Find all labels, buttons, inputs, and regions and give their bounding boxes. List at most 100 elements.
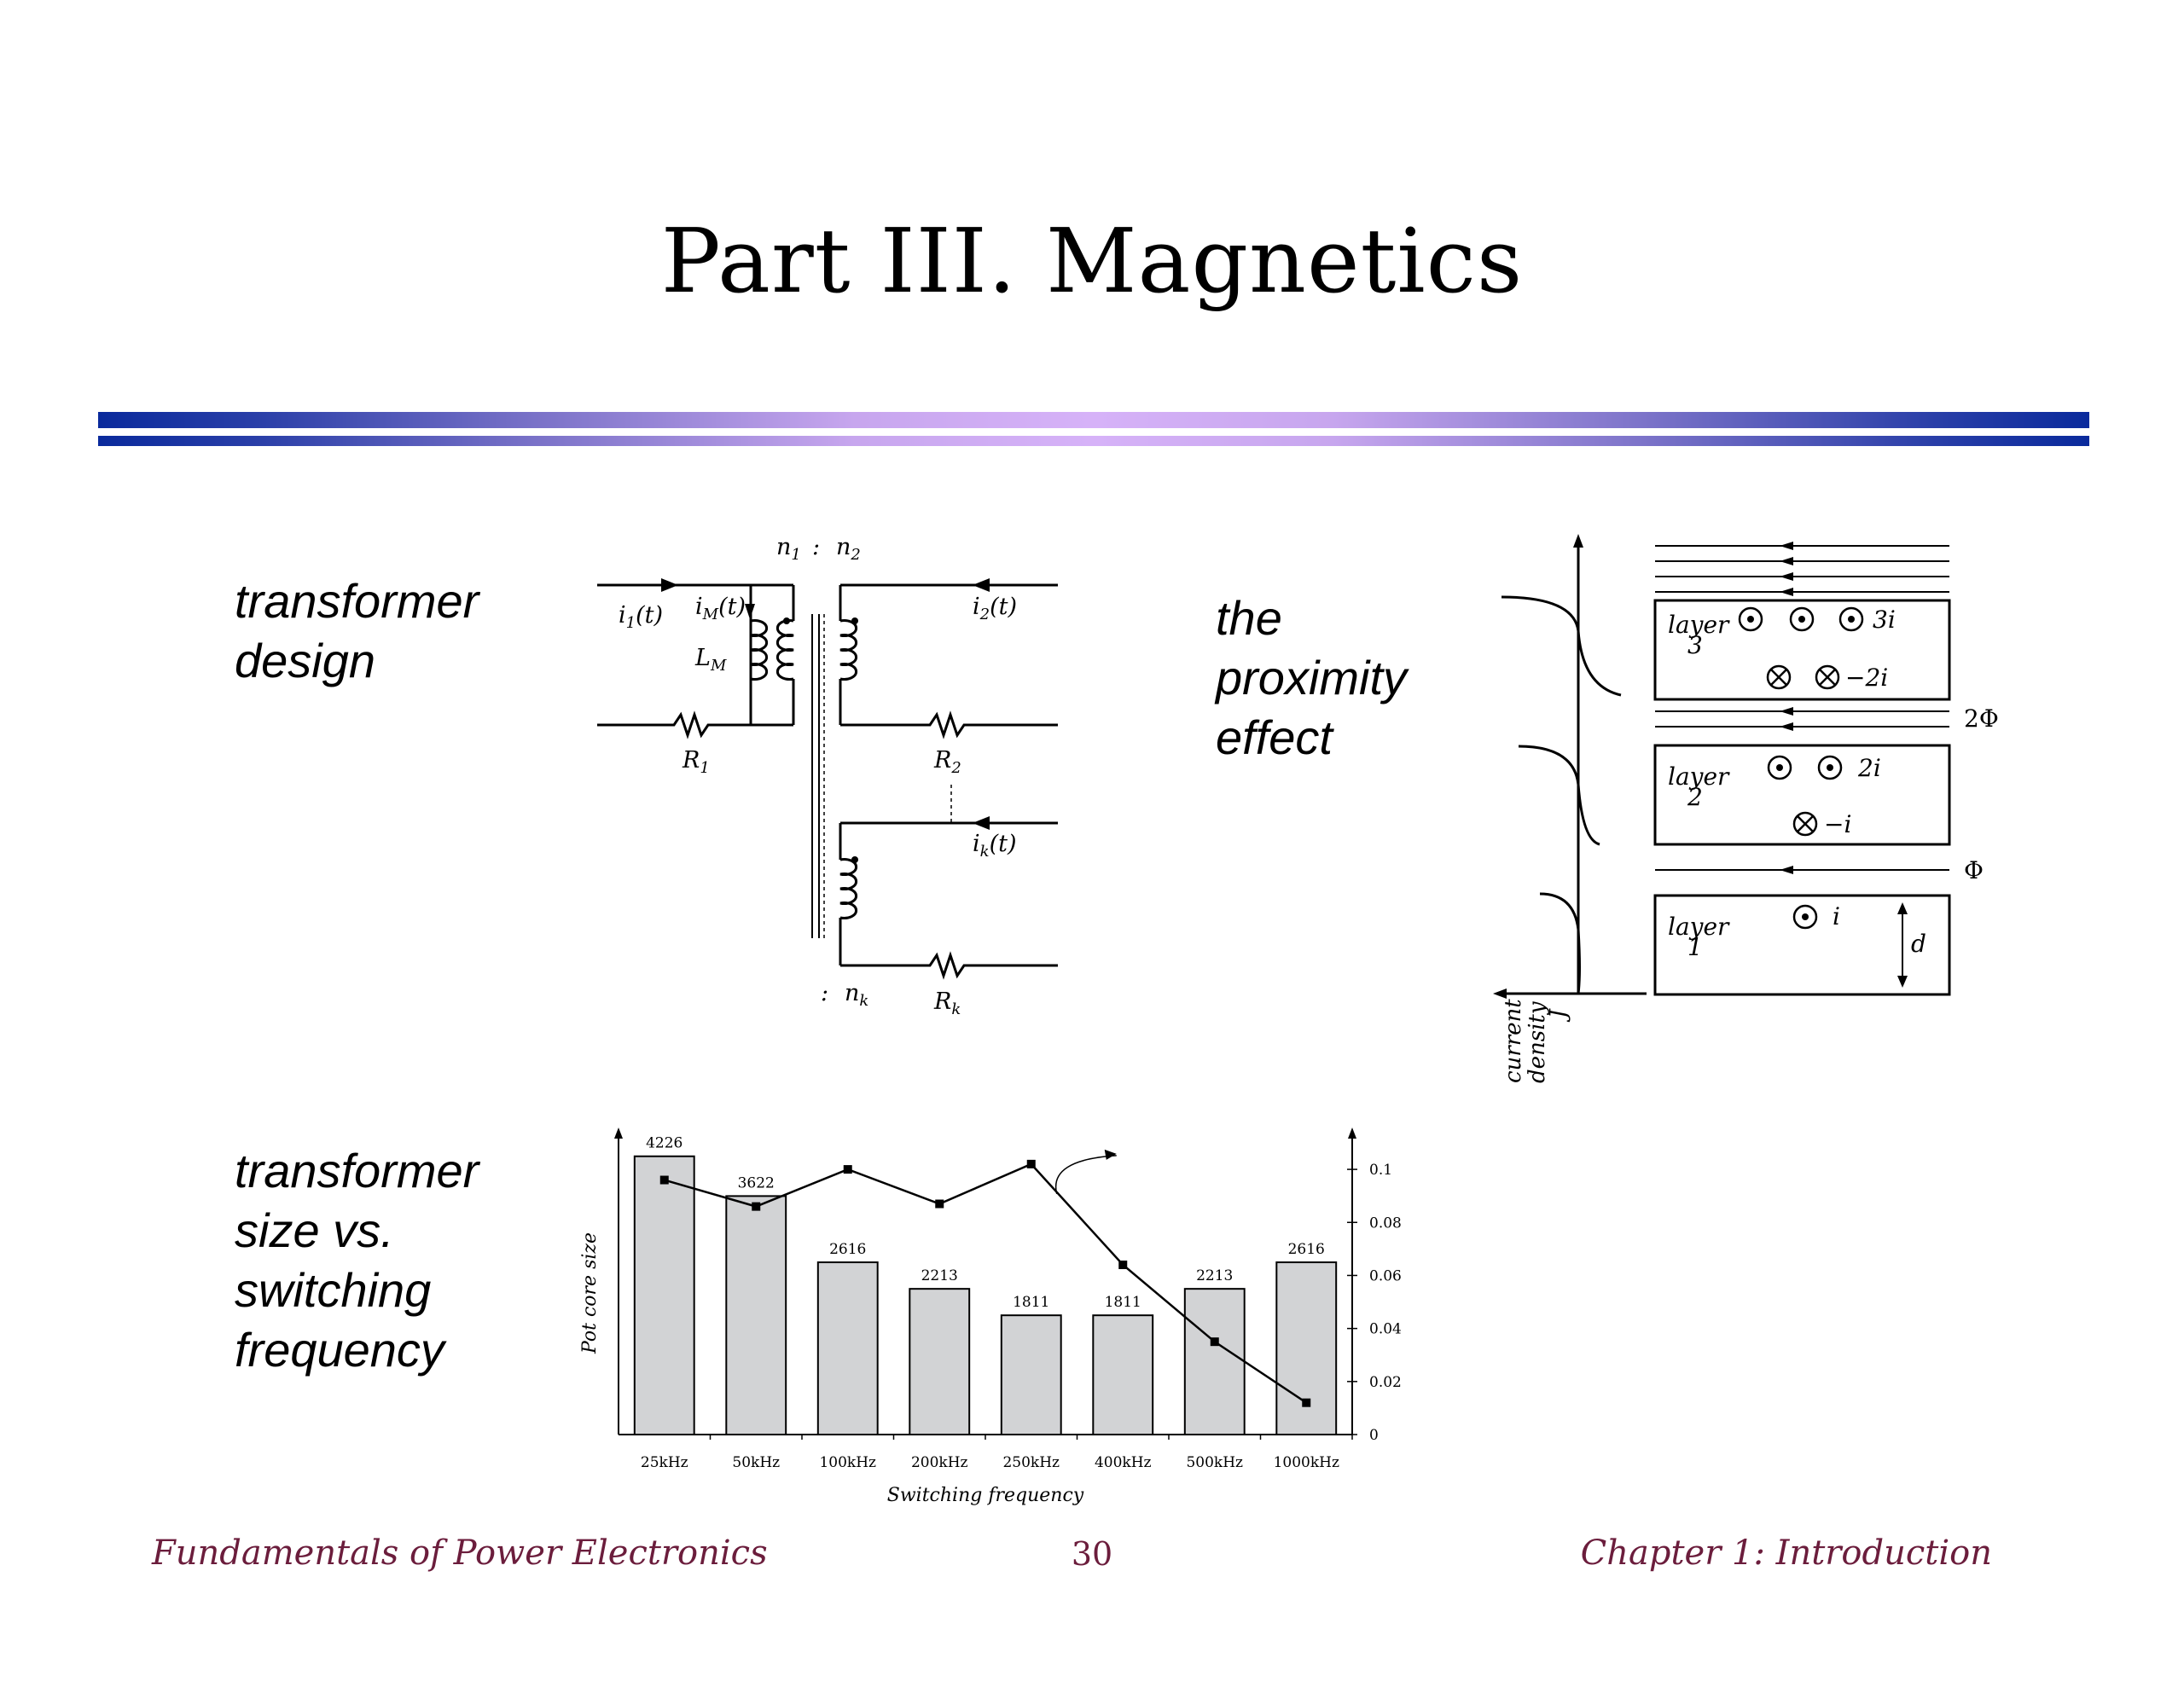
svg-text:i2(t): i2(t) — [973, 594, 1017, 623]
y2-tick-label: 0.06 — [1369, 1267, 1402, 1284]
footer-chapter: Chapter 1: Introduction — [1580, 1533, 1992, 1573]
Rk-sub: k — [951, 1000, 961, 1018]
svg-text:n2: n2 — [836, 534, 861, 564]
bmax-point-500kHz — [1210, 1337, 1219, 1347]
svg-text:R1: R1 — [682, 747, 710, 777]
x-tick-label: 100kHz — [819, 1454, 876, 1471]
layer3-top-current: 3i — [1873, 606, 1896, 634]
bar-50kHz — [725, 1195, 787, 1435]
layer3-word: layer — [1668, 611, 1730, 639]
layer3-number: 3 — [1687, 631, 1703, 659]
i1-t: (t) — [636, 602, 663, 629]
axis-density-word: density — [1525, 1001, 1550, 1083]
svg-text:i1(t): i1(t) — [619, 602, 663, 632]
ik-t: (t) — [990, 831, 1017, 857]
y-axis-label: Pot core size — [579, 1232, 601, 1354]
callout-arrowhead — [1104, 1149, 1117, 1160]
transformer-circuit-diagram: n1 : n2 i1(t) iM(t) LM i2(t) ik(t) R1 R2… — [597, 534, 1058, 1018]
x-axis-label: Switching frequency — [887, 1485, 1084, 1506]
ik-sub: k — [980, 843, 990, 861]
svg-text:Rk: Rk — [933, 988, 961, 1018]
R2-label: R — [933, 747, 951, 774]
n1-label: n — [776, 534, 791, 560]
nk-sub: k — [859, 992, 868, 1010]
footer-book-title: Fundamentals of Power Electronics — [152, 1533, 768, 1573]
n2-sub: 2 — [850, 546, 860, 564]
x-tick-label: 25kHz — [641, 1454, 688, 1471]
R1-label: R — [682, 747, 700, 774]
bar-500kHz — [1183, 1288, 1246, 1435]
label-line: design — [235, 634, 376, 687]
slide-title: Part III. Magnetics — [660, 209, 1524, 313]
ik-label: i — [973, 831, 980, 857]
layer2-top-current: 2i — [1857, 754, 1881, 782]
x-tick-label: 200kHz — [911, 1454, 968, 1471]
bar-250kHz — [1000, 1314, 1062, 1435]
layer3-bottom-current: −2i — [1845, 664, 1888, 692]
nk-label: n — [845, 980, 859, 1006]
bar-value-label: 2616 — [829, 1241, 866, 1258]
bar-400kHz — [1092, 1314, 1154, 1435]
n1-sub: 1 — [791, 546, 800, 564]
label-transformer-design: transformer design — [235, 571, 479, 691]
svg-text:nk: nk — [845, 980, 868, 1010]
layer1-word: layer — [1668, 913, 1730, 941]
layer2-number: 2 — [1687, 783, 1703, 811]
label-size-vs-frequency: transformer size vs. switching frequency — [235, 1141, 479, 1380]
bar-value-label: 1811 — [1105, 1294, 1141, 1311]
bar-value-label: 3622 — [738, 1174, 775, 1191]
y2-tick-label: 0.04 — [1369, 1321, 1402, 1338]
layer1-top-current: i — [1833, 902, 1840, 930]
bmax-point-25kHz — [659, 1175, 669, 1185]
y2-tick-label: 0.02 — [1369, 1374, 1402, 1391]
bar-1000kHz — [1275, 1261, 1338, 1435]
bar-25kHz — [633, 1155, 695, 1435]
bmax-point-50kHz — [752, 1202, 761, 1211]
bar-value-label: 2213 — [1196, 1267, 1233, 1284]
label-line: the — [1216, 591, 1282, 645]
nk-separator: : — [821, 980, 828, 1006]
svg-text:n1: n1 — [776, 534, 801, 564]
d-label: d — [1911, 930, 1926, 958]
iM-t: (t) — [718, 594, 746, 620]
R1-sub: 1 — [700, 759, 709, 777]
label-line: transformer — [235, 1144, 479, 1197]
bmax-point-1000kHz — [1302, 1398, 1311, 1407]
layer2-bottom-current: −i — [1824, 810, 1851, 838]
label-proximity-effect: the proximity effect — [1216, 588, 1407, 768]
bmax-point-400kHz — [1118, 1261, 1128, 1270]
flux-2phi-label: 2Φ — [1964, 704, 1999, 733]
x-tick-label: 400kHz — [1095, 1454, 1152, 1471]
left-axis-arrow — [614, 1128, 623, 1139]
bmax-point-200kHz — [935, 1199, 944, 1209]
bar-value-label: 4226 — [646, 1135, 682, 1152]
bar-200kHz — [909, 1288, 971, 1435]
LM-label: L — [694, 645, 711, 671]
title-divider-band-top — [98, 412, 2089, 428]
ratio-separator: : — [812, 534, 820, 560]
x-tick-label: 250kHz — [1002, 1454, 1060, 1471]
proximity-effect-diagram: layer 3 layer 2 layer 1 3i −2i 2i −i i d… — [1493, 534, 1999, 1083]
svg-text:ik(t): ik(t) — [973, 831, 1016, 861]
bmax-point-250kHz — [1026, 1159, 1036, 1168]
n2-label: n — [836, 534, 851, 560]
Rk-label: R — [933, 988, 951, 1015]
axis-current-word: current — [1501, 999, 1526, 1083]
i2-sub: 2 — [979, 606, 990, 623]
bar-value-label: 1811 — [1013, 1294, 1049, 1311]
iM-label: i — [695, 594, 703, 620]
label-line: effect — [1216, 710, 1333, 764]
svg-text:R2: R2 — [933, 747, 961, 777]
y2-tick-label: 0.08 — [1369, 1215, 1402, 1232]
i2-label: i — [973, 594, 980, 620]
pot-core-size-chart: 4226 25kHz 3622 50kHz 2616 100kHz 2213 200kHz 18… — [579, 1128, 1402, 1506]
title-divider-band-bottom — [98, 436, 2089, 446]
y2-tick-label: 0.1 — [1369, 1162, 1392, 1179]
right-axis-arrow — [1348, 1128, 1356, 1139]
label-line: proximity — [1216, 651, 1408, 704]
x-tick-label: 50kHz — [732, 1454, 780, 1471]
bmax-point-100kHz — [843, 1165, 852, 1174]
x-tick-label: 1000kHz — [1274, 1454, 1339, 1471]
svg-text:iM(t): iM(t) — [695, 594, 746, 623]
LM-sub: M — [710, 657, 727, 675]
